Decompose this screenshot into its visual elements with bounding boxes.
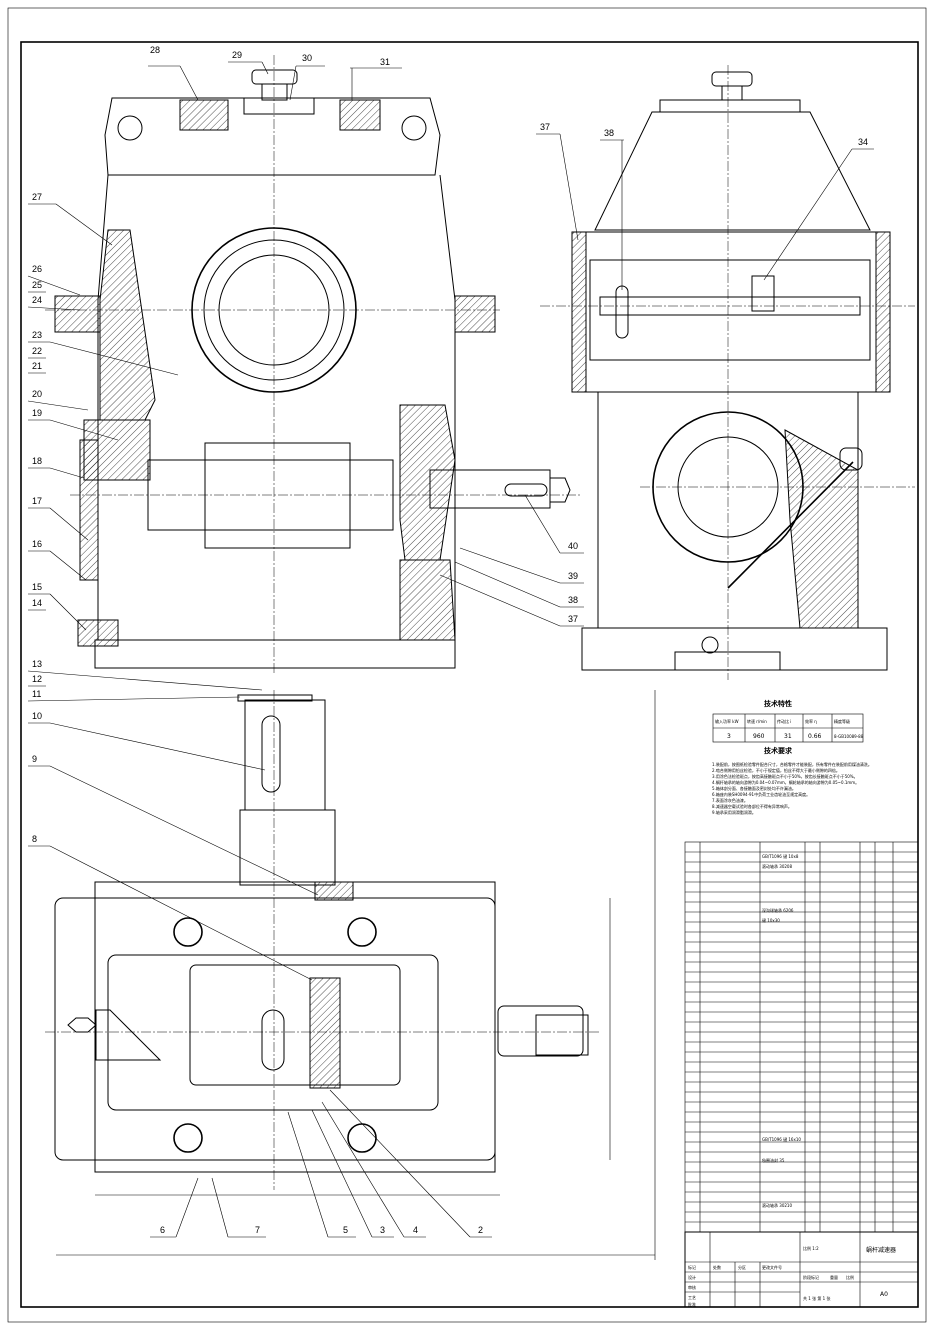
callout-29: 29: [232, 50, 242, 60]
callout-10: 10: [32, 711, 42, 721]
title-weight: 重量: [830, 1274, 838, 1280]
callout-15: 15: [32, 582, 42, 592]
callout-19: 19: [32, 408, 42, 418]
title-stage: 阶段标记: [803, 1274, 819, 1280]
callout-21: 21: [32, 361, 42, 371]
requirement-line-2: 2.啮合侧隙用铅丝检验，不小于规定值，铅丝不得大于最小侧隙的四倍。: [712, 767, 840, 773]
spec-title: 技术特性: [764, 699, 792, 708]
callout-25: 25: [32, 280, 42, 290]
callout-6: 6: [160, 1225, 165, 1235]
title-col-mark: 标记: [688, 1264, 696, 1270]
spec-header-speed: 转速 r/min: [747, 718, 767, 724]
callout-3: 3: [380, 1225, 385, 1235]
title-col-change: 更改文件号: [762, 1264, 782, 1270]
title-row-design: 设计: [688, 1274, 696, 1280]
bom-item-2: 滚动轴承 30208: [762, 863, 792, 869]
requirement-line-4: 4.蜗杆轴承的轴向游隙为0.04~0.07mm，蜗轮轴承的轴向游隙为0.05~0…: [712, 779, 859, 785]
inner-frame: [20, 41, 919, 1308]
callout-9: 9: [32, 754, 37, 764]
callout-11: 11: [32, 689, 41, 699]
callout-37-front: 37: [568, 614, 578, 624]
spec-header-power: 输入功率 kW: [715, 718, 739, 724]
side-view: [540, 65, 915, 680]
callout-17: 17: [32, 496, 42, 506]
callout-27: 27: [32, 192, 42, 202]
callout-39: 39: [568, 571, 578, 581]
requirement-line-8: 8.减速器空载试验时各部位不得有异常响声。: [712, 803, 792, 809]
title-ratio: 比例 1:2: [803, 1245, 819, 1251]
callout-40: 40: [568, 541, 578, 551]
callout-23: 23: [32, 330, 42, 340]
requirement-line-1: 1.装配前，按图纸检验零件配合尺寸，合格零件才能装配，所有零件在装配前用煤油清洗…: [712, 761, 872, 767]
title-scale: 比例: [846, 1274, 854, 1280]
part-callouts: 28 29 30 31 27 26 25 24 23 22 21 20 19 1…: [27, 45, 874, 1238]
requirement-line-6: 6.箱座内装SH0094-91中负荷工业齿轮油至规定高度。: [712, 791, 810, 797]
bom-item-7: GB/T1096 键 16x10: [762, 1136, 801, 1142]
bill-of-materials: GB/T1096 键 10x8 滚动轴承 30208 键 10x30 深沟球轴承…: [684, 841, 919, 1233]
callout-5: 5: [343, 1225, 348, 1235]
bom-item-3: 键 10x30: [762, 917, 780, 923]
top-view: [45, 690, 656, 1260]
callout-38-side: 38: [604, 128, 614, 138]
bom-item-5: 毡圈油封 35: [762, 1157, 785, 1163]
spec-header-accuracy: 精度等级: [834, 718, 850, 724]
technical-requirements: 技术要求 1.装配前，按图纸检验零件配合尺寸，合格零件才能装配，所有零件在装配前…: [712, 746, 872, 815]
requirement-line-9: 9.轴承采用润滑脂润滑。: [712, 809, 756, 815]
bom-item-4: 深沟球轴承 6206: [762, 907, 794, 913]
callout-7: 7: [255, 1225, 260, 1235]
spec-power: 3: [727, 733, 731, 740]
title-drawing-no: A0: [880, 1291, 888, 1298]
spec-header-ratio: 传动比 i: [777, 718, 791, 724]
callout-31: 31: [380, 57, 390, 67]
title-name: 蜗杆减速器: [866, 1246, 896, 1254]
callout-24: 24: [32, 295, 42, 305]
callout-28: 28: [150, 45, 160, 55]
spec-efficiency: 0.66: [808, 733, 822, 740]
requirement-line-3: 3.用涂色法检验斑点，按齿高接触斑点不小于50%，按齿长接触斑点不小于50%。: [712, 773, 858, 779]
requirements-title: 技术要求: [764, 746, 793, 755]
title-row-review: 审核: [688, 1284, 696, 1290]
requirement-line-7: 7.表面涂灰色油漆。: [712, 797, 748, 803]
callout-22: 22: [32, 346, 42, 356]
title-row-approve: 批准: [688, 1301, 696, 1307]
spec-ratio: 31: [784, 733, 792, 740]
callout-34: 34: [858, 137, 868, 147]
spec-header-efficiency: 效率 η: [805, 718, 817, 724]
title-col-count: 处数: [713, 1264, 721, 1270]
callout-2: 2: [478, 1225, 483, 1235]
spec-accuracy: 8-GB10089-88: [834, 734, 864, 739]
outer-border: [7, 7, 927, 1323]
callout-12: 12: [32, 674, 42, 684]
callout-20: 20: [32, 389, 42, 399]
callout-8: 8: [32, 834, 37, 844]
bom-item-1: GB/T1096 键 10x8: [762, 853, 799, 859]
callout-18: 18: [32, 456, 42, 466]
title-block: 标记 处数 分区 更改文件号 设计 审核 工艺 批准 阶段标记 重量 比例 比例…: [684, 1231, 919, 1308]
front-view: [45, 55, 580, 675]
title-col-zone: 分区: [738, 1264, 746, 1270]
title-sheet: 共 1 张 第 1 张: [803, 1295, 830, 1301]
callout-37-side: 37: [540, 122, 550, 132]
callout-13: 13: [32, 659, 42, 669]
callout-26: 26: [32, 264, 42, 274]
title-row-process: 工艺: [688, 1295, 696, 1300]
bom-item-6: 滚动轴承 30210: [762, 1202, 792, 1208]
callout-38-front: 38: [568, 595, 578, 605]
callout-4: 4: [413, 1225, 418, 1235]
spec-speed: 960: [753, 733, 765, 740]
callout-30: 30: [302, 53, 312, 63]
callout-16: 16: [32, 539, 42, 549]
spec-table: 技术特性 输入功率 kW 转速 r/min 传动比 i 效率 η 精度等级 3 …: [712, 699, 864, 743]
callout-14: 14: [32, 598, 42, 608]
requirement-line-5: 5.箱体剖分面、各接触面及密封处均不许漏油。: [712, 785, 796, 791]
